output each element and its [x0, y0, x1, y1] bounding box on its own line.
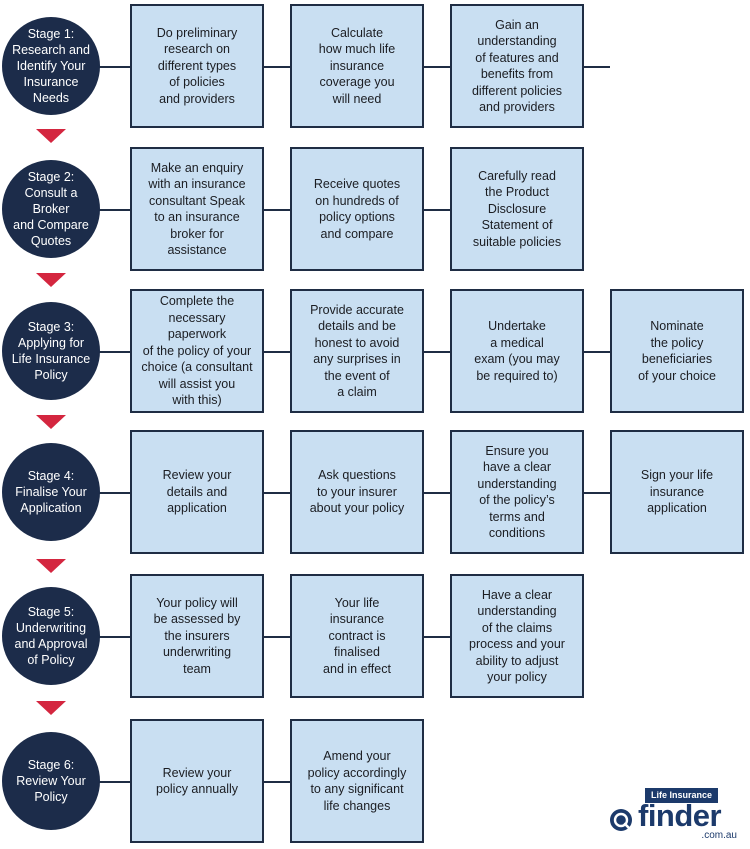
step-text: Have a clear understanding of the claims…	[469, 587, 565, 685]
step-text: Complete the necessary paperwork of the …	[141, 294, 253, 408]
stage-arrow-down	[36, 701, 66, 715]
stage-4-circle: Stage 4: Finalise Your Application	[2, 443, 100, 541]
step-text: Gain an understanding of features and be…	[471, 17, 563, 115]
stage-3-circle: Stage 3: Applying for Life Insurance Pol…	[2, 302, 100, 400]
step-box: Your policy will be assessed by the insu…	[130, 574, 264, 698]
step-box: Nominate the policy beneficiaries of you…	[610, 289, 744, 413]
step-text: Calculate how much life insurance covera…	[318, 25, 396, 106]
search-magnifier-icon	[610, 809, 632, 831]
step-text: Sign your life insurance application	[640, 468, 714, 516]
stage-6-label: Stage 6: Review Your Policy	[16, 758, 86, 804]
stage-3-label: Stage 3: Applying for Life Insurance Pol…	[11, 320, 91, 382]
step-text: Ensure you have a clear understanding of…	[477, 443, 557, 541]
stage-1-circle: Stage 1: Research and Identify Your Insu…	[2, 17, 100, 115]
step-box: Review your policy annually	[130, 719, 264, 843]
stage-6-circle: Stage 6: Review Your Policy	[2, 732, 100, 830]
step-box: Undertake a medical exam (you may be req…	[450, 289, 584, 413]
logo-wordmark: finder	[638, 798, 722, 833]
stage-5-circle: Stage 5: Underwriting and Approval of Po…	[2, 587, 100, 685]
stage-1-label: Stage 1: Research and Identify Your Insu…	[12, 27, 90, 105]
step-text: Your life insurance contract is finalise…	[323, 595, 391, 676]
step-box: Ask questions to your insurer about your…	[290, 430, 424, 554]
finder-logo: Life Insurance finder .com.au	[608, 788, 743, 844]
stage-arrow-down	[36, 559, 66, 573]
logo-domain: .com.au	[701, 830, 737, 841]
step-box: Amend your policy accordingly to any sig…	[290, 719, 424, 843]
stage-arrow-down	[36, 129, 66, 143]
step-text: Review your policy annually	[156, 765, 238, 797]
step-text: Carefully read the Product Disclosure St…	[472, 168, 562, 249]
stage-4-label: Stage 4: Finalise Your Application	[15, 469, 87, 515]
step-box: Do preliminary research on different typ…	[130, 4, 264, 128]
step-box: Have a clear understanding of the claims…	[450, 574, 584, 698]
step-text: Review your details and application	[162, 468, 232, 516]
step-box: Carefully read the Product Disclosure St…	[450, 147, 584, 271]
step-box: Sign your life insurance application	[610, 430, 744, 554]
step-text: Provide accurate details and be honest t…	[310, 302, 404, 400]
stage-2-label: Stage 2: Consult a Broker and Compare Qu…	[13, 170, 89, 248]
stage-arrow-down	[36, 415, 66, 429]
step-text: Ask questions to your insurer about your…	[309, 468, 405, 516]
step-text: Your policy will be assessed by the insu…	[153, 595, 241, 676]
step-text: Make an enquiry with an insurance consul…	[148, 160, 246, 258]
logo-tag: Life Insurance	[645, 788, 719, 803]
stage-5-label: Stage 5: Underwriting and Approval of Po…	[14, 605, 88, 667]
step-text: Undertake a medical exam (you may be req…	[474, 319, 560, 383]
stage-2-circle: Stage 2: Consult a Broker and Compare Qu…	[2, 160, 100, 258]
step-box: Your life insurance contract is finalise…	[290, 574, 424, 698]
step-box: Make an enquiry with an insurance consul…	[130, 147, 264, 271]
step-text: Receive quotes on hundreds of policy opt…	[313, 177, 401, 241]
stage-arrow-down	[36, 273, 66, 287]
step-box: Review your details and application	[130, 430, 264, 554]
step-box: Ensure you have a clear understanding of…	[450, 430, 584, 554]
step-text: Nominate the policy beneficiaries of you…	[638, 319, 716, 383]
step-text: Do preliminary research on different typ…	[156, 25, 238, 106]
step-box: Complete the necessary paperwork of the …	[130, 289, 264, 413]
step-box: Receive quotes on hundreds of policy opt…	[290, 147, 424, 271]
step-box: Gain an understanding of features and be…	[450, 4, 584, 128]
step-box: Calculate how much life insurance covera…	[290, 4, 424, 128]
step-box: Provide accurate details and be honest t…	[290, 289, 424, 413]
step-text: Amend your policy accordingly to any sig…	[307, 749, 407, 813]
